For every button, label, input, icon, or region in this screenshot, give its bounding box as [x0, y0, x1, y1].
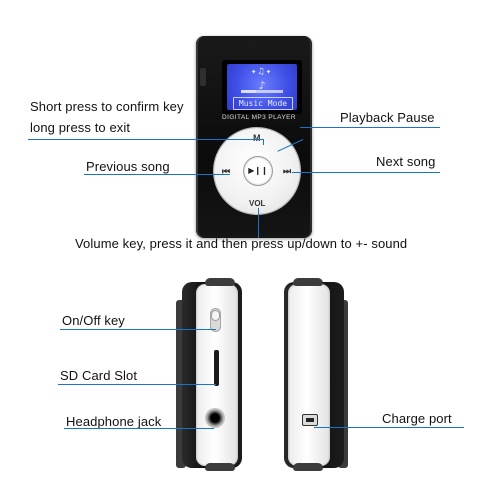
headphone-jack[interactable]: [205, 408, 225, 428]
onoff-key-label: On/Off key: [62, 313, 125, 328]
confirm-callout-line: [28, 139, 264, 140]
power-switch-knob: [212, 311, 219, 320]
side-view-right-face: [288, 284, 330, 466]
headphone-callout-line: [64, 428, 214, 429]
previous-callout-line: [84, 174, 230, 175]
onoff-callout-line: [60, 329, 216, 330]
next-icon[interactable]: ⏭: [283, 166, 292, 176]
menu-button[interactable]: M: [253, 133, 261, 143]
bottom-cap-right: [293, 463, 323, 471]
confirm-callout-tick: [263, 139, 264, 145]
playback-pause-label: Playback Pause: [340, 110, 435, 125]
next-song-label: Next song: [376, 154, 436, 169]
sd-callout-line: [58, 384, 216, 385]
screen-progress-fill: [241, 90, 256, 93]
charge-port-label: Charge port: [382, 411, 452, 426]
sd-card-label: SD Card Slot: [60, 368, 138, 383]
volume-button[interactable]: VOL: [249, 199, 266, 208]
volume-key-label: Volume key, press it and then press up/d…: [75, 236, 408, 251]
next-callout-line: [292, 172, 440, 173]
headphone-jack-label: Headphone jack: [66, 414, 162, 429]
power-switch[interactable]: [210, 308, 221, 332]
play-pause-button[interactable]: ▶❙❙: [244, 157, 272, 185]
screen-status-icons: ✦♫✦: [250, 67, 274, 77]
screen-progress-bar: [241, 90, 283, 93]
music-note-icon: ♪: [258, 79, 266, 92]
side-switch: [200, 68, 206, 86]
volume-callout-line: [258, 208, 259, 238]
charge-port[interactable]: [302, 414, 318, 426]
play-pause-icon: ▶❙❙: [248, 166, 268, 175]
screen-mode-label: Music Mode: [233, 97, 293, 110]
sd-card-slot[interactable]: [214, 350, 219, 386]
top-cap-left: [205, 278, 235, 286]
lcd-screen: ✦♫✦ ♪ Music Mode: [227, 64, 297, 110]
confirm-key-label: Short press to confirm key: [30, 99, 184, 114]
playback-callout-line: [300, 127, 440, 128]
charge-port-pin: [306, 418, 314, 422]
top-cap-right: [293, 278, 323, 286]
brand-label: DIGITAL MP3 PLAYER: [222, 114, 296, 121]
previous-icon[interactable]: ⏮: [222, 166, 231, 176]
previous-song-label: Previous song: [86, 159, 170, 174]
charge-callout-line: [314, 427, 464, 428]
long-press-label: long press to exit: [30, 120, 131, 135]
bottom-cap-left: [205, 463, 235, 471]
